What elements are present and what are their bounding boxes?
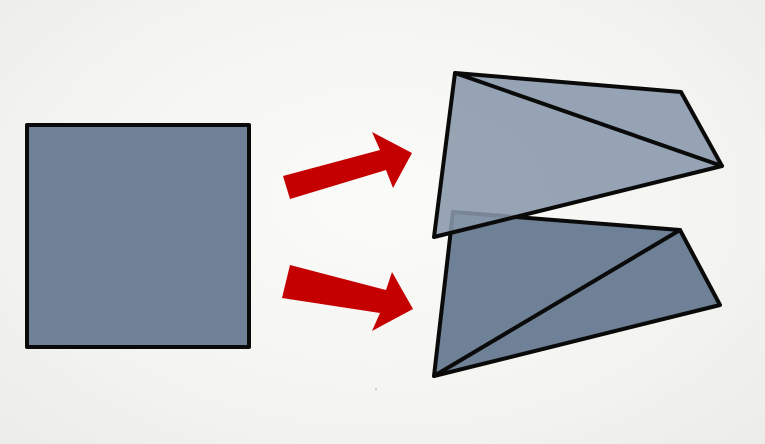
upper-quad-diagonal <box>453 71 724 168</box>
arrow-lower-right <box>282 265 413 331</box>
speck <box>375 388 377 390</box>
upper-quadrilateral <box>432 71 724 239</box>
lower-quadrilateral <box>432 210 722 378</box>
upper-quad-body <box>432 71 724 239</box>
lower-quad-diagonal <box>432 228 682 378</box>
source-square <box>25 123 251 349</box>
arrow-upper-right <box>283 132 412 199</box>
